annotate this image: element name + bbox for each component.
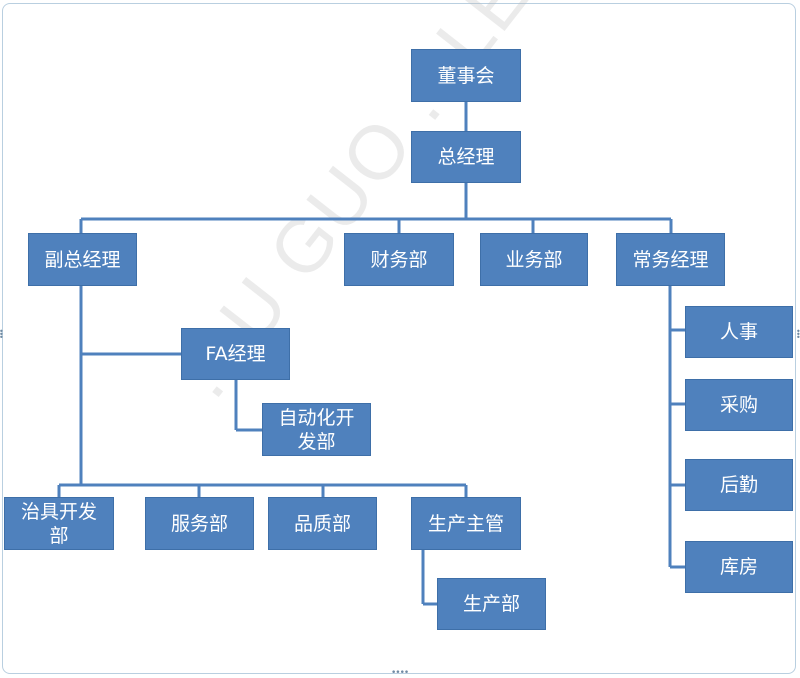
node-fixture-dev-dept[interactable]: 治具开发部 <box>4 497 114 550</box>
node-hr[interactable]: 人事 <box>685 306 793 358</box>
node-service-dept[interactable]: 服务部 <box>145 497 254 550</box>
node-general-manager[interactable]: 总经理 <box>411 131 521 183</box>
resize-handle-top[interactable]: •••• <box>391 0 409 5</box>
resize-handle-left[interactable]: ••• <box>0 328 4 342</box>
node-production-supervisor[interactable]: 生产主管 <box>411 497 521 550</box>
node-business-dept[interactable]: 业务部 <box>480 233 588 286</box>
node-purchasing[interactable]: 采购 <box>685 379 793 431</box>
resize-handle-bottom[interactable]: •••• <box>391 668 409 678</box>
node-warehouse[interactable]: 库房 <box>685 541 793 593</box>
node-finance-dept[interactable]: 财务部 <box>344 233 454 286</box>
node-fa-manager[interactable]: FA经理 <box>181 328 290 380</box>
node-quality-dept[interactable]: 品质部 <box>268 497 377 550</box>
node-executive-manager[interactable]: 常务经理 <box>616 233 725 286</box>
diagram-frame <box>2 3 796 674</box>
resize-handle-right[interactable]: ••• <box>796 327 800 342</box>
node-logistics[interactable]: 后勤 <box>685 459 793 511</box>
node-deputy-general-manager[interactable]: 副总经理 <box>28 233 137 286</box>
node-board[interactable]: 董事会 <box>411 49 521 102</box>
node-automation-dev-dept[interactable]: 自动化开发部 <box>262 403 371 456</box>
node-production-dept[interactable]: 生产部 <box>437 578 546 630</box>
